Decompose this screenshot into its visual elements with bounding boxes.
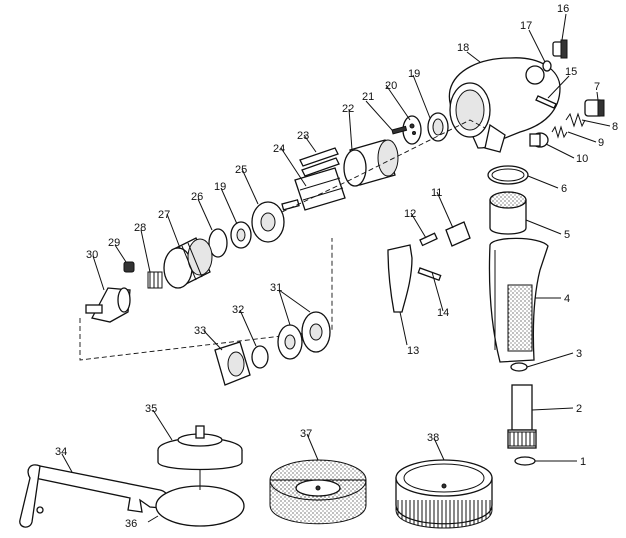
pin-part-21 [391,125,408,135]
callout-23: 23 [297,130,309,142]
callout-18: 18 [457,42,469,54]
callout-7: 7 [594,81,600,93]
rotor-part-24 [281,167,346,211]
callout-21: 21 [362,91,374,103]
spring-part-8 [565,112,586,128]
callout-33: 33 [194,325,206,337]
callout-16: 16 [557,3,569,15]
callout-11: 11 [431,187,442,199]
callout-32: 32 [232,304,244,316]
callout-34: 34 [55,446,67,458]
endplate-part-20 [402,115,422,145]
grip-foam-part-5 [489,191,527,235]
callout-14: 14 [437,307,449,319]
callout-19-top: 19 [408,68,420,80]
callout-22: 22 [342,103,354,115]
spindle-part-30 [85,287,131,323]
oring-part-17 [542,60,552,72]
coupling-part-11 [445,221,471,247]
callout-19-lower: 19 [214,181,226,193]
assembly-line-upper [281,119,486,213]
callout-2: 2 [576,403,582,415]
collet-part-28 [147,271,163,289]
sponge-pad-part-37 [269,459,367,525]
callout-29: 29 [108,237,120,249]
handle-part-4 [488,237,549,363]
callout-25: 25 [235,164,247,176]
callout-31: 31 [270,282,282,294]
spring-part-9 [551,125,568,139]
ring-part-26 [208,228,228,258]
lever-part-13 [387,244,413,313]
callout-13: 13 [407,345,419,357]
bearing-part-19-lower [230,221,252,249]
cylinder-part-22 [343,139,399,187]
callout-35: 35 [145,403,157,415]
housing-part-18 [448,57,561,153]
inlet-part-2 [507,384,537,449]
callout-37: 37 [300,428,312,440]
pin-part-14 [417,267,442,282]
callout-12: 12 [404,208,416,220]
screen-part-1 [514,456,536,466]
callout-24: 24 [273,143,285,155]
wrench-part-34 [19,464,170,528]
callout-20: 20 [385,80,397,92]
callout-17: 17 [520,20,532,32]
cap-part-7 [584,99,605,117]
bearing-part-19-top [427,112,449,142]
callout-28: 28 [134,222,146,234]
callout-3: 3 [576,348,582,360]
callout-10: 10 [576,153,588,165]
callout-5: 5 [564,229,570,241]
callout-4: 4 [564,293,570,305]
callout-30: 30 [86,249,98,261]
pin-part-12 [419,232,438,247]
assembly-line-lower [79,238,333,361]
wool-pad-part-38 [395,459,493,529]
endplate-part-25 [251,201,285,243]
part-drawings [19,39,605,529]
pin-part-15 [535,95,557,109]
nut-part-27 [163,237,213,289]
valve-part-10 [529,132,549,148]
washer-part-32 [251,345,269,369]
inlet-part-16 [552,39,568,59]
callout-1: 1 [580,456,586,468]
washer-part-3 [510,362,528,372]
blades-part-23 [299,147,340,177]
backing-pad-part-35 [157,425,243,471]
leader-lines [61,13,611,523]
callout-labels: 1 2 3 4 5 6 7 8 9 10 11 12 13 14 15 16 1… [55,3,618,530]
callout-6: 6 [561,183,567,195]
disc-part-36 [155,485,245,527]
callout-9: 9 [598,137,604,149]
callout-36: 36 [125,518,137,530]
nut-part-33 [214,341,251,386]
callout-15: 15 [565,66,577,78]
callout-8: 8 [612,121,618,133]
callout-38: 38 [427,432,439,444]
bearings-part-31 [277,311,331,360]
callout-26: 26 [191,191,203,203]
callout-27: 27 [158,209,170,221]
part-29 [123,261,135,273]
